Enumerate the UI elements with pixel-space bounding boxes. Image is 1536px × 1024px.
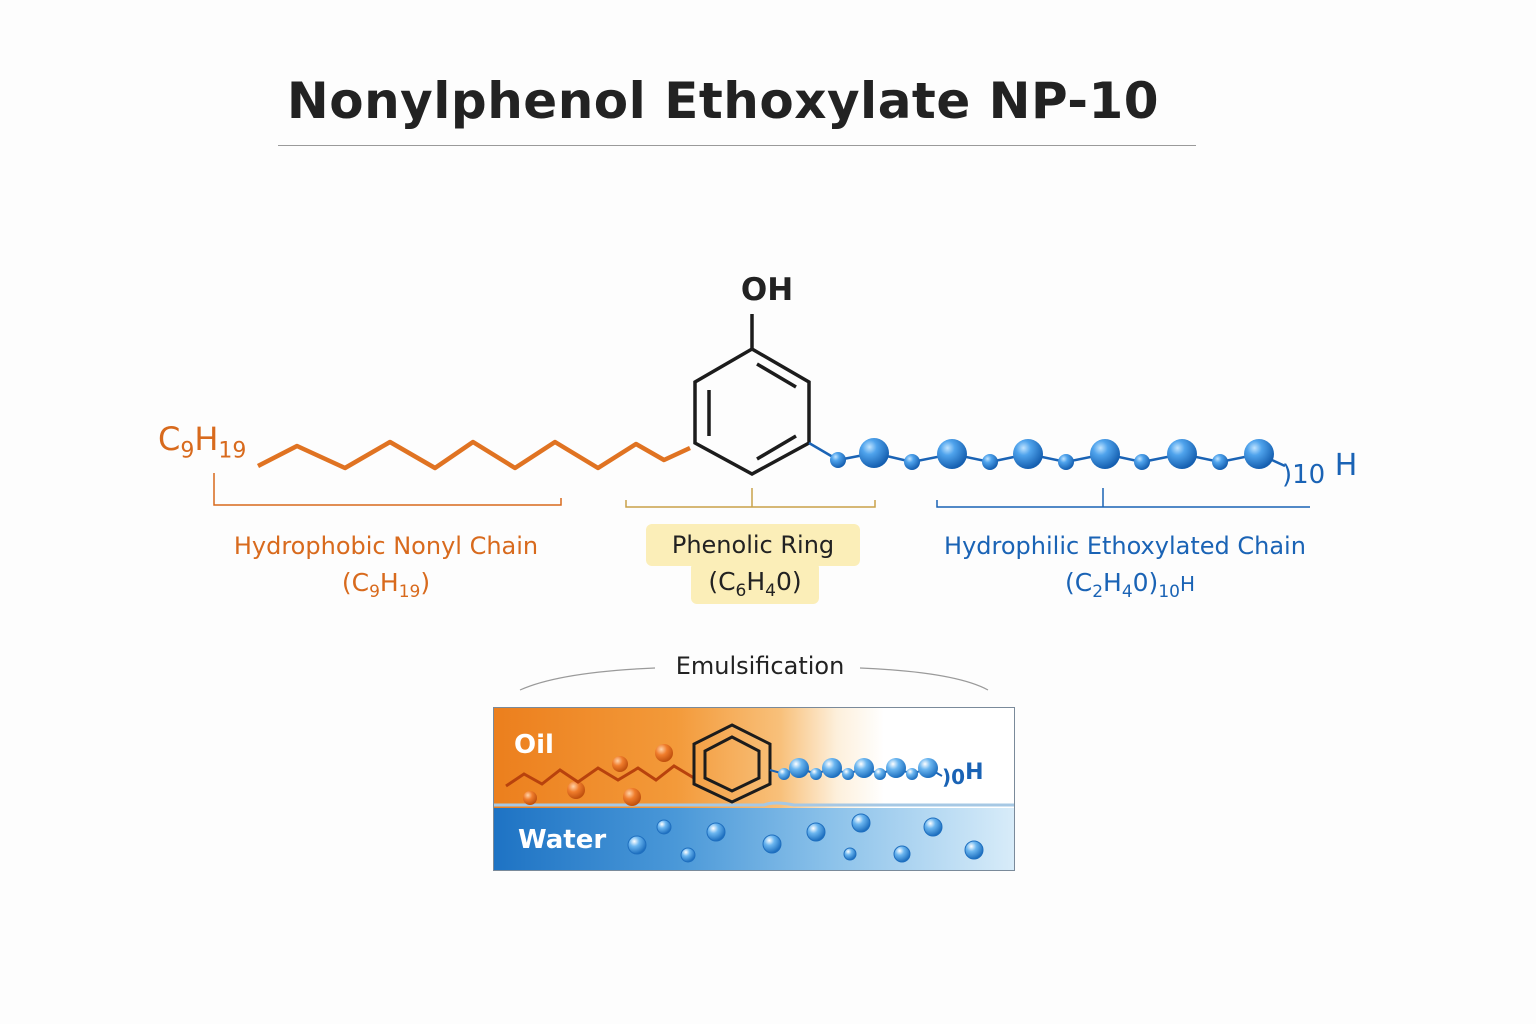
- page-title: Nonylphenol Ethoxylate NP-10: [286, 72, 1160, 130]
- hydrophobic-formula-sub1: 9: [369, 582, 380, 602]
- hydrophilic-formula-d: H: [1179, 572, 1196, 596]
- hydroxyl-label: OH: [740, 272, 794, 308]
- hydrophilic-formula-c: 0): [1132, 568, 1159, 597]
- chain-formula-label: C9H19: [158, 420, 268, 463]
- chain-formula-sub1: 9: [180, 438, 195, 464]
- emulsifier-ethoxylate-beads: [778, 758, 938, 780]
- ethoxylate-tail-h: H: [1334, 448, 1358, 483]
- emulsification-rule-left: [519, 667, 656, 691]
- oil-label: Oil: [514, 730, 554, 760]
- hydrophilic-bracket: [936, 488, 1310, 508]
- ring-formula-a: (C: [708, 567, 736, 596]
- benzene-ring: [693, 314, 811, 476]
- water-label: Water: [518, 825, 607, 855]
- emulsification-graphic: [494, 723, 1014, 863]
- ethoxylate-tail-sub: )10: [1282, 460, 1326, 490]
- emulsification-rule-right: [859, 667, 989, 691]
- ring-formula-sub1: 6: [735, 581, 747, 601]
- ring-highlight: [646, 524, 860, 566]
- hydrophobic-formula: (C9H19): [286, 568, 486, 602]
- chain-formula-c: C: [158, 420, 181, 458]
- ethoxylate-tail-label: )10 H: [1282, 448, 1372, 490]
- hydrophobic-bracket: [213, 473, 562, 506]
- hydrophobic-formula-a: (C: [341, 568, 370, 597]
- ethoxylate-beads: [830, 438, 1274, 470]
- oil-water-interface: [494, 801, 1014, 807]
- ring-formula-highlight: [691, 562, 819, 604]
- oil-droplets: [523, 744, 673, 806]
- emulsifier-benzene-ring: [692, 723, 772, 804]
- chain-formula-h: H: [194, 420, 219, 458]
- hydrophilic-formula: (C2H40)10H: [1020, 568, 1240, 602]
- hydrophilic-formula-sub1: 2: [1092, 582, 1104, 602]
- hydrophilic-formula-b: H: [1103, 568, 1122, 597]
- hydrophobic-formula-b: H: [379, 568, 399, 597]
- hydrophilic-formula-sub2: 4: [1121, 582, 1133, 602]
- emulsification-panel: Oil Water )0H: [493, 707, 1015, 871]
- ring-title: Phenolic Ring: [671, 531, 835, 559]
- hydrophilic-formula-a: (C: [1064, 568, 1093, 597]
- emulsification-title: Emulsification: [675, 652, 845, 680]
- emulsifier-nonyl-chain: [505, 764, 695, 788]
- hydrophobic-formula-c: ): [420, 568, 431, 597]
- ring-bracket: [625, 488, 876, 508]
- title-divider: [278, 145, 1196, 146]
- emulsifier-tail-label: )0H: [942, 760, 1012, 789]
- ring-formula-c: 0): [776, 567, 802, 596]
- emulsifier-tail-h: H: [965, 760, 984, 785]
- ring-formula-sub2: 4: [765, 581, 776, 601]
- hydrophobic-title: Hydrophobic Nonyl Chain: [233, 532, 539, 560]
- hydrophilic-formula-sub3: 10: [1158, 582, 1180, 602]
- emulsifier-tail-sub: )0: [942, 765, 966, 789]
- ring-formula: (C6H40): [691, 567, 819, 601]
- chain-formula-sub2: 19: [218, 438, 247, 464]
- nonyl-chain: [256, 439, 691, 471]
- water-droplets: [627, 813, 984, 863]
- hydrophobic-formula-sub2: 19: [398, 582, 421, 602]
- hydrophilic-title: Hydrophilic Ethoxylated Chain: [944, 532, 1306, 560]
- ring-formula-b: H: [746, 567, 766, 596]
- water-phase: [494, 808, 1014, 870]
